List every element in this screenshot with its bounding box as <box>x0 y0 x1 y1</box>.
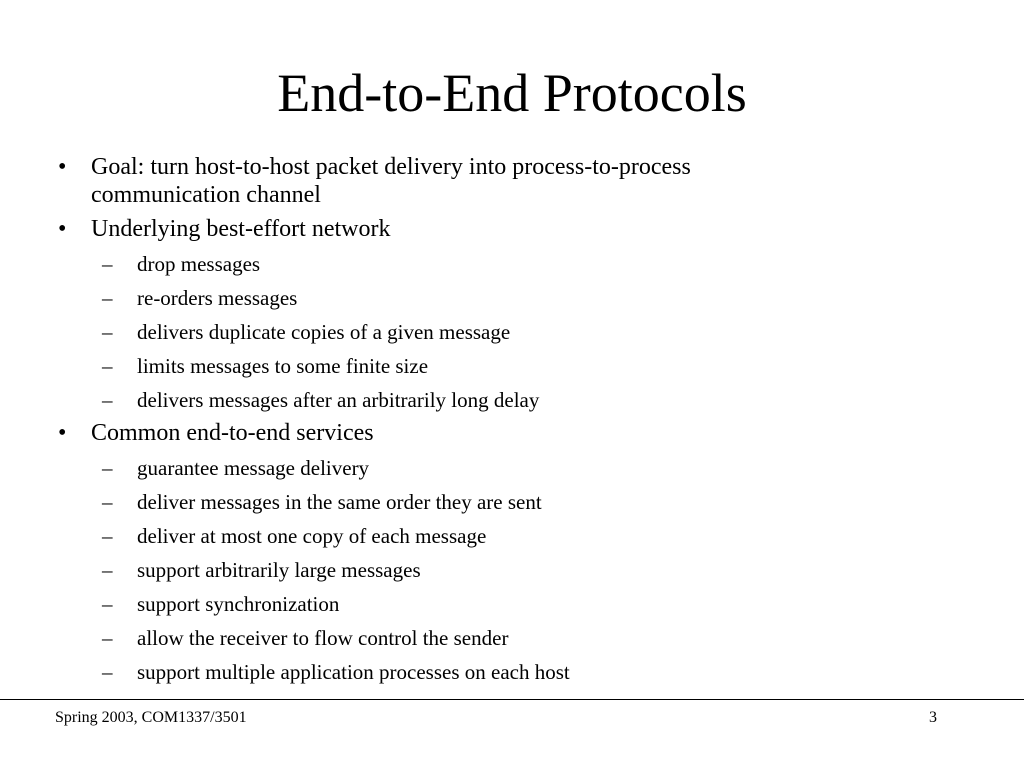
bullet-item: • Underlying best-effort network <box>0 215 1024 243</box>
sub-bullet-marker: – <box>102 660 113 684</box>
bullet-text: Goal: turn host-to-host packet delivery … <box>91 154 691 208</box>
sub-bullet-marker: – <box>102 626 113 650</box>
sub-bullet-item: – re-orders messages <box>0 285 1024 311</box>
bullet-text: Common end-to-end services <box>91 420 374 446</box>
sub-bullet-item: – guarantee message delivery <box>0 455 1024 481</box>
sub-bullet-text: support synchronization <box>137 592 340 616</box>
sub-bullet-marker: – <box>102 592 113 616</box>
bullet-text: Underlying best-effort network <box>91 216 391 242</box>
sub-bullet-item: – deliver at most one copy of each messa… <box>0 523 1024 549</box>
sub-bullet-item: – support synchronization <box>0 591 1024 617</box>
sub-bullet-item: – deliver messages in the same order the… <box>0 489 1024 515</box>
slide-title: End-to-End Protocols <box>277 63 747 123</box>
sub-bullet-marker: – <box>102 456 113 480</box>
footer-divider <box>0 699 1024 700</box>
sub-bullet-text: re-orders messages <box>137 286 298 310</box>
sub-bullet-text: limits messages to some finite size <box>137 354 429 378</box>
sub-bullet-marker: – <box>102 524 113 548</box>
sub-bullet-marker: – <box>102 286 113 310</box>
sub-bullet-text: delivers messages after an arbitrarily l… <box>137 388 540 412</box>
sub-bullet-marker: – <box>102 388 113 412</box>
sub-bullet-text: guarantee message delivery <box>137 456 370 480</box>
slide-content: • Goal: turn host-to-host packet deliver… <box>0 150 1024 685</box>
sub-bullet-text: deliver at most one copy of each message <box>137 524 487 548</box>
sub-bullet-marker: – <box>102 252 113 276</box>
sub-bullet-marker: – <box>102 490 113 514</box>
sub-bullet-text: drop messages <box>137 252 261 276</box>
sub-bullet-text: support multiple application processes o… <box>137 660 570 684</box>
footer-course-label: Spring 2003, COM1337/3501 <box>55 709 247 726</box>
sub-bullet-marker: – <box>102 558 113 582</box>
bullet-marker: • <box>58 216 67 242</box>
sub-bullet-item: – drop messages <box>0 251 1024 277</box>
sub-bullet-marker: – <box>102 354 113 378</box>
sub-bullet-item: – support multiple application processes… <box>0 659 1024 685</box>
sub-bullet-text: support arbitrarily large messages <box>137 558 421 582</box>
sub-bullet-item: – limits messages to some finite size <box>0 353 1024 379</box>
sub-bullet-item: – allow the receiver to flow control the… <box>0 625 1024 651</box>
sub-bullet-item: – support arbitrarily large messages <box>0 557 1024 583</box>
bullet-marker: • <box>58 420 67 446</box>
bullet-item: • Goal: turn host-to-host packet deliver… <box>0 153 1024 209</box>
sub-bullet-item: – delivers messages after an arbitrarily… <box>0 387 1024 413</box>
sub-bullet-text: delivers duplicate copies of a given mes… <box>137 320 511 344</box>
sub-bullet-marker: – <box>102 320 113 344</box>
sub-bullet-text: deliver messages in the same order they … <box>137 490 542 514</box>
bullet-marker: • <box>58 154 67 180</box>
sub-bullet-text: allow the receiver to flow control the s… <box>137 626 509 650</box>
bullet-item: • Common end-to-end services <box>0 419 1024 447</box>
sub-bullet-item: – delivers duplicate copies of a given m… <box>0 319 1024 345</box>
page-number: 3 <box>929 709 937 726</box>
